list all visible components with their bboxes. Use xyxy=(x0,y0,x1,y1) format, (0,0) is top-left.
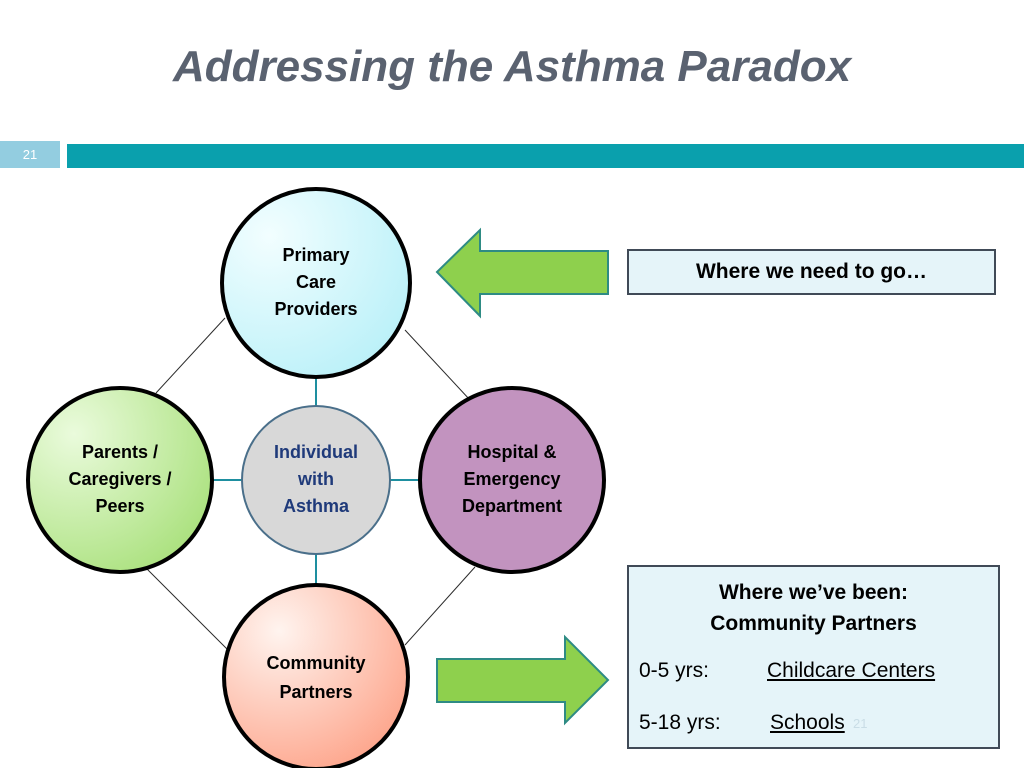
node-community xyxy=(222,583,410,768)
label-line: Hospital & xyxy=(467,442,557,462)
connector-right-bottom xyxy=(404,566,476,646)
age-range-label: 5-18 yrs: xyxy=(639,711,721,734)
label-line: Providers xyxy=(274,299,358,319)
schools-link[interactable]: Schools xyxy=(770,711,845,734)
label-line: with xyxy=(298,469,334,489)
childcare-centers-link[interactable]: Childcare Centers xyxy=(767,659,936,682)
node-primary-care xyxy=(220,187,412,379)
where-weve-been-heading: Where we’ve been: Community Partners xyxy=(629,577,998,639)
label-line: Community xyxy=(266,653,366,673)
label-line: Emergency xyxy=(463,469,561,489)
label-line: Department xyxy=(461,496,563,516)
age-range-label: 0-5 yrs: xyxy=(639,659,710,682)
label-line: Partners xyxy=(279,682,353,702)
node-community-label: Community Partners xyxy=(236,649,396,707)
connector-top-right xyxy=(404,329,471,401)
node-individual xyxy=(241,405,391,555)
node-parents xyxy=(26,386,214,574)
where-we-need-to-go-box: Where we need to go… xyxy=(627,249,996,295)
label-line: Individual xyxy=(273,442,358,462)
slide-title: Addressing the Asthma Paradox xyxy=(172,42,852,91)
age-row-0-5: 0-5 yrs: Childcare Centers xyxy=(639,659,935,683)
node-individual-label: Individual with Asthma xyxy=(250,439,382,520)
connector-left-bottom xyxy=(144,566,229,651)
heading-line: Where we’ve been: xyxy=(718,581,909,604)
node-hospital xyxy=(418,386,606,574)
accent-bar xyxy=(67,144,1024,168)
node-primary-care-label: Primary Care Providers xyxy=(240,242,392,323)
label-line: Caregivers / xyxy=(68,469,172,489)
arrow-left-icon xyxy=(435,227,609,319)
arrow-right-icon xyxy=(436,634,610,726)
label-line: Peers xyxy=(95,496,145,516)
where-weve-been-box: Where we’ve been: Community Partners 0-5… xyxy=(627,565,1000,749)
heading-line: Community Partners xyxy=(710,612,917,635)
node-hospital-label: Hospital & Emergency Department xyxy=(432,439,592,520)
node-parents-label: Parents / Caregivers / Peers xyxy=(40,439,200,520)
label-line: Parents / xyxy=(81,442,159,462)
faint-slide-number: 21 xyxy=(853,716,868,731)
label-line: Asthma xyxy=(282,496,349,516)
age-row-5-18: 5-18 yrs: Schools xyxy=(639,711,845,735)
connector-top-left xyxy=(155,317,226,394)
label-line: Primary xyxy=(282,245,350,265)
label-line: Care xyxy=(295,272,337,292)
slide-number-badge: 21 xyxy=(0,141,60,168)
